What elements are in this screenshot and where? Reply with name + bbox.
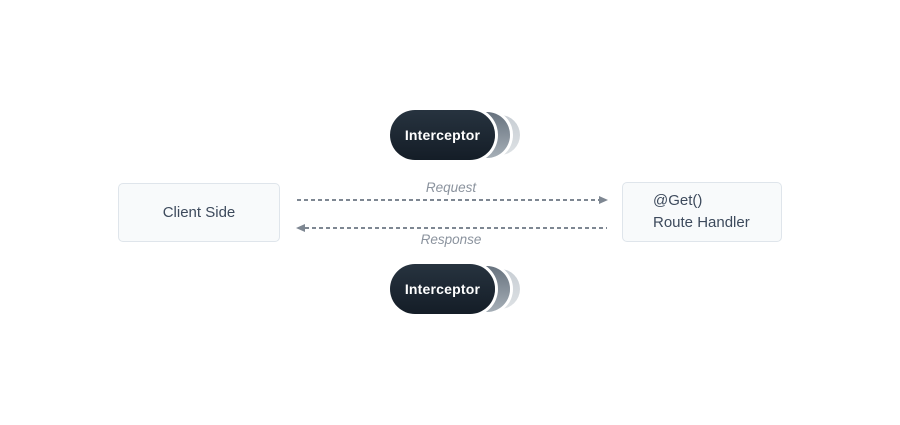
- request-arrow-line: [297, 199, 599, 201]
- client-side-box: Client Side: [118, 183, 280, 242]
- client-side-label: Client Side: [162, 204, 236, 221]
- interceptor-top-label: Interceptor: [404, 127, 481, 143]
- interceptor-stack-bottom: Interceptor: [390, 264, 520, 314]
- response-arrow-line: [305, 227, 607, 229]
- interceptor-stack-top: Interceptor: [390, 110, 520, 160]
- interceptor-bottom-label: Interceptor: [404, 281, 481, 297]
- route-handler-box: @Get() Route Handler: [622, 182, 782, 242]
- response-arrowhead-icon: [296, 224, 305, 232]
- request-label: Request: [425, 180, 477, 195]
- route-handler-decorator: @Get(): [653, 192, 703, 209]
- interceptor-pill-top: Interceptor: [390, 110, 495, 160]
- route-handler-label: Route Handler: [653, 214, 750, 231]
- interceptor-pill-bottom: Interceptor: [390, 264, 495, 314]
- request-arrowhead-icon: [599, 196, 608, 204]
- response-label: Response: [420, 232, 482, 247]
